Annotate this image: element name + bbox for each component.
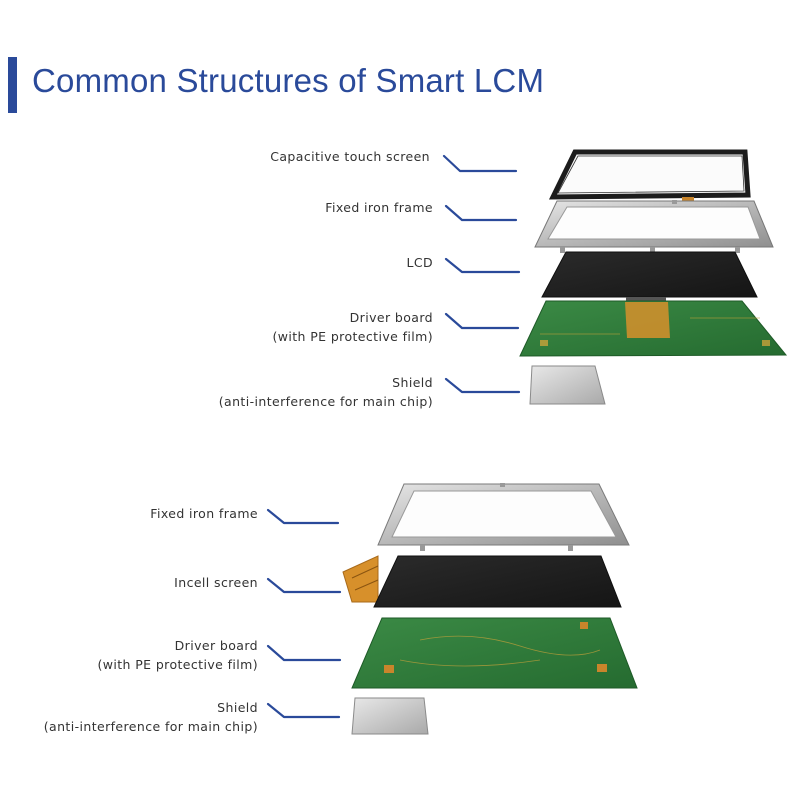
leader-line bbox=[266, 702, 341, 719]
top-label-touch-screen: Capacitive touch screen bbox=[270, 147, 430, 166]
label-subline: (anti-interference for main chip) bbox=[43, 719, 258, 734]
label-line: Driver board bbox=[174, 638, 258, 653]
top-label-driver-board: Driver board (with PE protective film) bbox=[272, 308, 433, 346]
label-line: Incell screen bbox=[174, 575, 258, 590]
label-line: Driver board bbox=[349, 310, 433, 325]
label-subline: (with PE protective film) bbox=[272, 329, 433, 344]
label-line: Fixed iron frame bbox=[150, 506, 258, 521]
touch-screen-graphic bbox=[548, 149, 751, 216]
label-subline: (anti-interference for main chip) bbox=[218, 394, 433, 409]
incell-screen-graphic bbox=[342, 555, 622, 608]
label-line: Shield bbox=[217, 700, 258, 715]
top-label-lcd: LCD bbox=[406, 253, 433, 272]
leader-line bbox=[266, 508, 340, 525]
leader-line bbox=[444, 204, 518, 222]
label-line: Capacitive touch screen bbox=[270, 149, 430, 164]
leader-line bbox=[444, 257, 521, 274]
lcd-graphic bbox=[541, 251, 758, 301]
leader-line bbox=[444, 377, 521, 394]
leader-line bbox=[444, 312, 520, 330]
bottom-label-shield: Shield (anti-interference for main chip) bbox=[44, 698, 258, 736]
label-line: Fixed iron frame bbox=[325, 200, 433, 215]
label-line: LCD bbox=[406, 255, 433, 270]
bottom-label-incell-screen: Incell screen bbox=[174, 573, 258, 592]
bottom-driver-board-graphic bbox=[351, 617, 638, 689]
label-line: Shield bbox=[392, 375, 433, 390]
bottom-iron-frame-graphic bbox=[377, 483, 630, 551]
bottom-shield-graphic bbox=[351, 697, 429, 735]
title-accent-bar bbox=[8, 57, 17, 113]
top-label-shield: Shield (anti-interference for main chip) bbox=[219, 373, 433, 411]
leader-line bbox=[442, 154, 518, 173]
shield-graphic bbox=[529, 365, 606, 405]
bottom-label-driver-board: Driver board (with PE protective film) bbox=[97, 636, 258, 674]
iron-frame-graphic bbox=[534, 200, 774, 253]
page-title: Common Structures of Smart LCM bbox=[32, 62, 545, 99]
bottom-label-iron-frame: Fixed iron frame bbox=[150, 504, 258, 523]
top-label-iron-frame: Fixed iron frame bbox=[325, 198, 433, 217]
driver-board-graphic bbox=[519, 300, 788, 357]
leader-line bbox=[266, 644, 342, 662]
leader-line bbox=[266, 577, 342, 594]
label-subline: (with PE protective film) bbox=[97, 657, 258, 672]
